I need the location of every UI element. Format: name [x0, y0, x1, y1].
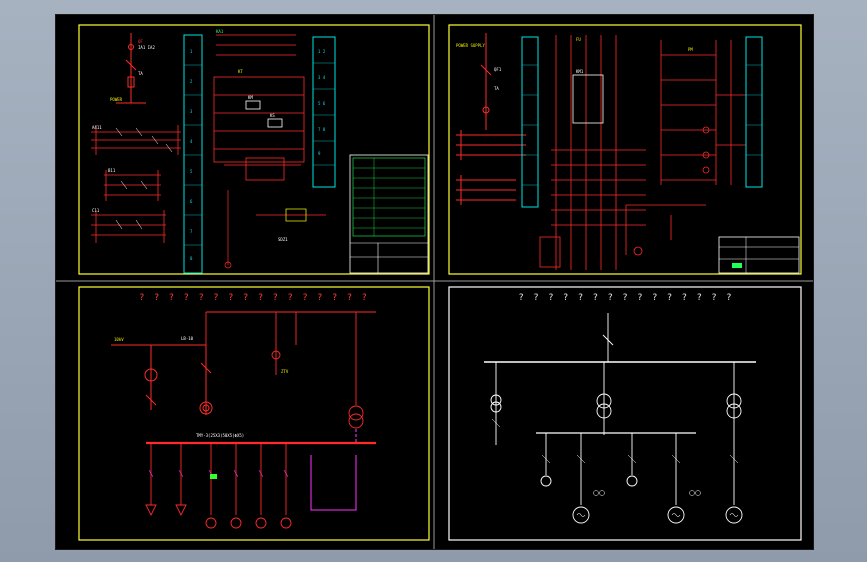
control-grid — [539, 35, 646, 270]
svg-text:TA: TA — [494, 86, 499, 91]
outgoing-feeders — [145, 443, 292, 529]
coupling-link — [310, 429, 357, 511]
control-ladder — [660, 40, 746, 185]
terminal-strip-2: 1 2 3 4 5 6 7 8 9 — [312, 36, 336, 188]
svg-text:PM: PM — [688, 47, 693, 52]
motor-branch — [625, 204, 706, 256]
svg-text:2: 2 — [190, 79, 193, 84]
drawing-canvas[interactable]: QF IA1 IA2 TA POWER — [55, 14, 814, 550]
control-wiring-crossings — [115, 127, 173, 230]
incoming-feeder — [111, 344, 213, 415]
svg-text:5 6: 5 6 — [318, 101, 326, 106]
sheet-frame — [448, 286, 802, 541]
svg-text:FU: FU — [576, 37, 581, 42]
svg-text:POWER: POWER — [110, 97, 123, 102]
sheet-bottom-left[interactable]: ? ? ? ? ? ? ? ? ? ? ? ? ? ? ? ? 10kV LB-… — [78, 286, 430, 541]
svg-text:POWER SUPPLY: POWER SUPPLY — [456, 43, 485, 48]
sheet-top-right[interactable]: POWER SUPPLY QF1 TA — [448, 24, 802, 275]
feeder-schematic-left — [116, 33, 146, 104]
svg-text:KM: KM — [248, 95, 253, 100]
svg-text:7: 7 — [190, 229, 193, 234]
terminal-strip-4 — [745, 36, 763, 188]
svg-text:5: 5 — [190, 169, 193, 174]
terminal-strip-1: 1 2 3 4 5 6 7 8 — [183, 34, 203, 274]
sheet-title: ? ? ? ? ? ? ? ? ? ? ? ? ? ? ? ? — [139, 293, 369, 303]
electrical-schematic-drawing: QF IA1 IA2 TA POWER — [56, 15, 813, 549]
svg-text:C11: C11 — [92, 208, 100, 213]
upper-branches — [205, 312, 364, 429]
title-block-top-left — [349, 154, 429, 274]
svg-text:3: 3 — [190, 109, 193, 114]
svg-text:10kV: 10kV — [114, 337, 124, 342]
title-block-top-right — [718, 236, 800, 274]
feeder-fuses — [148, 469, 289, 478]
sheet-frame — [448, 24, 802, 275]
feeder-schematic-right — [456, 33, 526, 205]
breaker-marks — [491, 418, 739, 464]
control-wiring-rows — [91, 125, 181, 243]
busbar-label: TMY-3(25X3)50X5(ΦX5) — [196, 433, 244, 438]
svg-text:TA: TA — [138, 71, 143, 76]
svg-text:1 2: 1 2 — [318, 49, 326, 54]
sheet-top-left[interactable]: QF IA1 IA2 TA POWER — [78, 24, 430, 275]
svg-text:QF1: QF1 — [494, 67, 502, 72]
sheet-title: ? ? ? ? ? ? ? ? ? ? ? ? ? ? ? — [518, 293, 733, 303]
motor-symbols — [576, 513, 739, 517]
svg-text:KM1: KM1 — [576, 69, 584, 74]
status-indicator — [210, 474, 217, 479]
single-line-diagram — [484, 313, 756, 524]
svg-text:1: 1 — [190, 49, 193, 54]
sheet-frame — [78, 286, 430, 541]
svg-text:SDZ1: SDZ1 — [278, 237, 288, 242]
svg-text:KT: KT — [238, 69, 243, 74]
svg-text:ZTV: ZTV — [281, 369, 289, 374]
svg-text:8: 8 — [190, 256, 193, 261]
svg-text:KA1: KA1 — [216, 29, 224, 34]
sheet-bottom-right[interactable]: ? ? ? ? ? ? ? ? ? ? ? ? ? ? ? — [448, 286, 802, 541]
svg-text:3 4: 3 4 — [318, 75, 326, 80]
ct-clusters — [593, 490, 701, 496]
terminal-strip-3 — [521, 36, 539, 208]
svg-text:7 8: 7 8 — [318, 127, 326, 132]
relay-logic-panel — [213, 34, 305, 181]
svg-text:IA1 IA2: IA1 IA2 — [138, 45, 155, 50]
svg-text:KS: KS — [270, 113, 275, 118]
svg-text:QF: QF — [138, 39, 143, 44]
svg-text:6: 6 — [190, 199, 193, 204]
svg-text:LB-10: LB-10 — [181, 336, 194, 341]
measurement-branch — [224, 190, 326, 269]
svg-text:B11: B11 — [108, 168, 116, 173]
svg-text:A411: A411 — [92, 125, 102, 130]
svg-text:4: 4 — [190, 139, 193, 144]
svg-text:9: 9 — [318, 151, 321, 156]
sheet-frame — [78, 24, 430, 275]
